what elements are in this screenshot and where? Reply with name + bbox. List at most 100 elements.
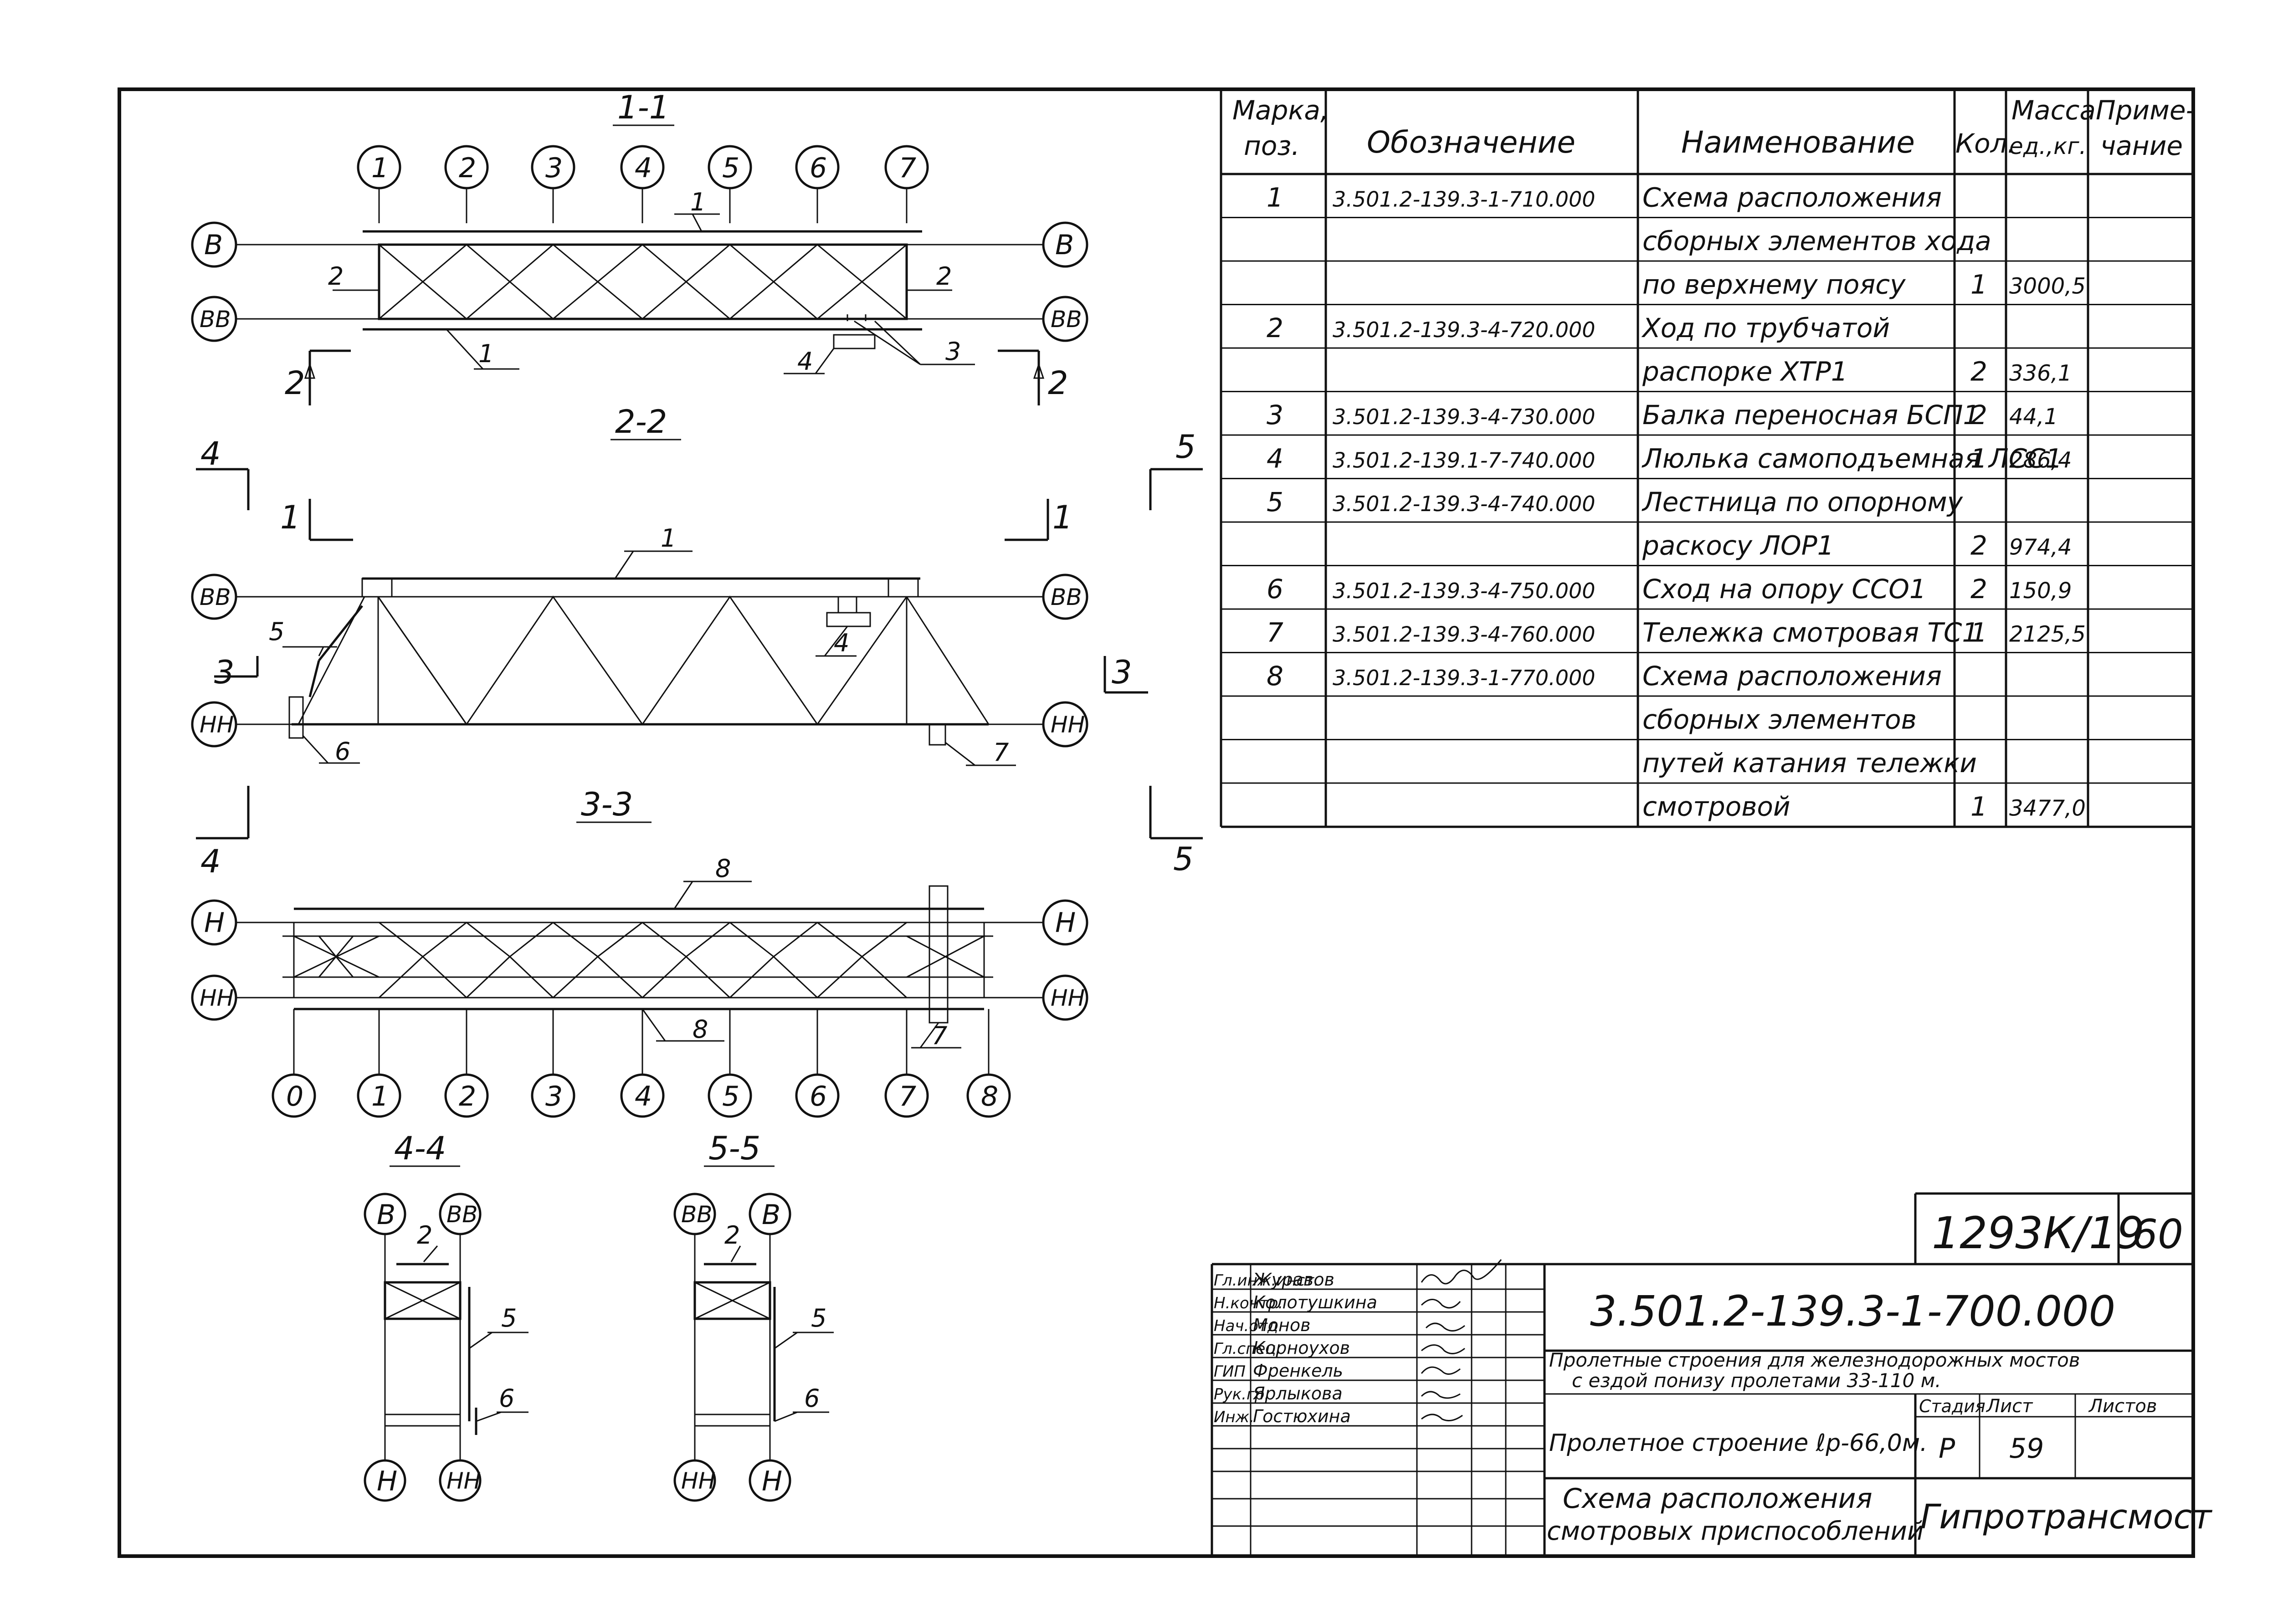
- row-label: НН: [200, 712, 234, 738]
- header-designation: Обозначение: [1367, 125, 1575, 160]
- spec-mark-cell: 3: [1267, 400, 1283, 430]
- title-block: 1293К/19 60 Гл.: [1211, 1192, 2212, 1556]
- spec-designation-cell: 3.501.2-139.3-4-740.000: [1333, 492, 1596, 516]
- section-title-2-2: 2-2: [615, 403, 667, 441]
- spec-name-cell: путей катания тележки: [1642, 748, 1977, 779]
- axis-label: 4: [635, 1081, 652, 1112]
- spec-mass-cell: 150,9: [2009, 578, 2072, 604]
- document-code: 3.501.2-139.3-1-700.000: [1590, 1287, 2115, 1336]
- header-name: Наименование: [1681, 125, 1915, 160]
- spec-name-cell: Схема расположения: [1642, 182, 1942, 213]
- spec-qty-cell: 2: [1970, 356, 1987, 387]
- pos-label: 1: [690, 188, 706, 216]
- spec-name-cell: Балка переносная БСП1: [1642, 400, 1980, 430]
- spec-name-cell: Лестница по опорному: [1642, 487, 1963, 517]
- row-label: Н: [1055, 907, 1076, 939]
- section-5-5: 5-5 ВВ В 2 5 6 НН Н: [673, 1130, 834, 1502]
- cut-mark: 4: [200, 435, 221, 472]
- section-title-5-5: 5-5: [708, 1130, 760, 1167]
- spec-designation-cell: 3.501.2-139.3-1-710.000: [1333, 187, 1596, 212]
- signatures: [1421, 1259, 1502, 1422]
- section-2-2: 2-2 4 5 1 1 ВВ ВВ НН НН: [191, 403, 1203, 880]
- header-note-2: чание: [2100, 130, 2183, 161]
- section-title-1-1: 1-1: [617, 89, 669, 126]
- spec-qty-cell: 2: [1970, 574, 1987, 605]
- signature-name: Монов: [1253, 1315, 1311, 1335]
- pos-label: 3: [945, 337, 961, 366]
- spec-designation-cell: 3.501.2-139.3-4-760.000: [1333, 622, 1596, 647]
- drawing-title-line-2: смотровых приспособлений: [1547, 1516, 1924, 1546]
- spec-name-cell: Сход на опору ССО1: [1642, 574, 1926, 605]
- spec-qty-cell: 1: [1970, 269, 1987, 300]
- row-label: Н: [762, 1465, 782, 1497]
- signature-name: Гостюхина: [1253, 1406, 1351, 1426]
- header-mark: Марка,: [1232, 95, 1329, 126]
- row-label: В: [1055, 229, 1074, 261]
- pos-label: 6: [499, 1384, 514, 1413]
- spec-name-cell: Тележка смотровая ТС1: [1642, 617, 1979, 648]
- signature-role: Инж.: [1214, 1408, 1254, 1426]
- spec-mark-cell: 6: [1267, 574, 1283, 605]
- spec-mark-cell: 5: [1267, 487, 1283, 517]
- pos-label: 2: [936, 262, 952, 291]
- spec-designation-cell: 3.501.2-139.3-1-770.000: [1333, 666, 1596, 690]
- spec-name-cell: сборных элементов: [1642, 704, 1917, 735]
- axis-label: 7: [899, 152, 916, 184]
- row-label: В: [762, 1199, 780, 1231]
- spec-mass-cell: 286,4: [2009, 448, 2072, 473]
- spec-mark-cell: 2: [1267, 313, 1283, 343]
- spec-name-cell: сборных элементов хода: [1642, 225, 1991, 256]
- title-block-people: Гл.инж.инст.ЖуравовН.контр.КолотушкинаНа…: [1214, 1270, 1377, 1426]
- cut-mark: 3: [1112, 654, 1132, 691]
- pos-label: 7: [932, 1021, 947, 1050]
- header-note: Приме-: [2096, 95, 2196, 126]
- archive-number: 1293К/19: [1932, 1208, 2145, 1259]
- spec-qty-cell: 2: [1970, 530, 1987, 561]
- cut-mark: 2: [1048, 364, 1068, 402]
- axis-label: 5: [722, 1081, 739, 1112]
- pos-label: 6: [804, 1384, 820, 1413]
- signature-role: Нач.отд.: [1214, 1317, 1283, 1335]
- sheet-value: 59: [2009, 1433, 2044, 1465]
- spec-mark-cell: 4: [1267, 443, 1283, 474]
- axis-label: 8: [981, 1081, 998, 1112]
- pos-label: 8: [693, 1015, 708, 1044]
- axis-label: 5: [722, 152, 739, 184]
- spec-mark-cell: 8: [1267, 661, 1283, 692]
- signature-role: Рук.гр.: [1214, 1385, 1269, 1404]
- signature-role: Н.контр.: [1214, 1294, 1283, 1312]
- spec-designation-cell: 3.501.2-139.1-7-740.000: [1333, 448, 1596, 473]
- pos-label: 6: [335, 737, 350, 766]
- row-label: ВВ: [446, 1201, 478, 1228]
- spec-designation-cell: 3.501.2-139.3-4-730.000: [1333, 405, 1596, 429]
- sheet-frame: [118, 87, 2195, 1558]
- cut-mark: 1: [280, 499, 301, 536]
- row-label: НН: [200, 985, 234, 1011]
- row-label: НН: [446, 1468, 481, 1494]
- spec-name-cell: смотровой: [1642, 791, 1791, 822]
- pos-label: 2: [724, 1221, 740, 1250]
- row-label: НН: [1051, 712, 1085, 738]
- header-mass: Масса: [2011, 95, 2096, 126]
- spec-designation-cell: 3.501.2-139.3-4-750.000: [1333, 579, 1596, 603]
- project-title-line-1: Пролетные строения для железнодорожных м…: [1549, 1349, 2080, 1371]
- spec-qty-cell: 1: [1970, 617, 1987, 648]
- axis-label: 1: [371, 152, 389, 184]
- row-label: В: [204, 229, 223, 261]
- section-1-1: 1-1 1 2 3 4 5 6 7 В: [191, 89, 1088, 405]
- row-label: ВВ: [681, 1201, 713, 1228]
- spec-mass-cell: 3477,0: [2009, 796, 2086, 821]
- organization: Гипротрансмост: [1920, 1497, 2212, 1537]
- row-label: В: [377, 1199, 395, 1231]
- signature-name: Журавов: [1252, 1270, 1334, 1290]
- sheet-label: Лист: [1986, 1396, 2033, 1417]
- spec-qty-cell: 1: [1970, 791, 1987, 822]
- pos-label: 4: [797, 347, 813, 376]
- header-mass-2: ед.,кг.: [2009, 133, 2086, 159]
- spec-rows: 1 3.501.2-139.3-1-710.000 Схема расположен…: [1267, 182, 2086, 822]
- row-label: НН: [681, 1468, 715, 1494]
- pos-label: 5: [501, 1304, 517, 1332]
- pos-label: 1: [478, 339, 494, 368]
